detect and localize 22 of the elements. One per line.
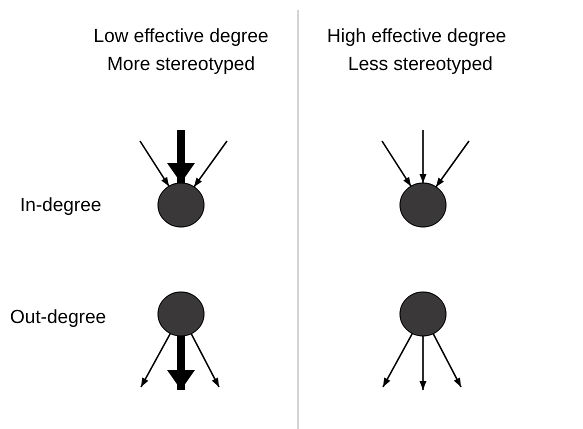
node-circle bbox=[400, 182, 446, 228]
arrow bbox=[381, 140, 412, 187]
node-circle bbox=[158, 292, 204, 336]
arrow bbox=[139, 140, 170, 187]
column-heading: Low effective degree bbox=[94, 26, 268, 48]
node-circle bbox=[400, 292, 446, 336]
arrow bbox=[167, 336, 195, 390]
row-label: In-degree bbox=[20, 195, 102, 217]
arrow bbox=[382, 333, 414, 388]
column-heading: Less stereotyped bbox=[348, 54, 493, 76]
arrow bbox=[190, 333, 220, 388]
arrow bbox=[167, 130, 195, 183]
node-circle bbox=[158, 182, 204, 228]
column-heading: More stereotyped bbox=[107, 54, 255, 76]
row-label: Out-degree bbox=[10, 307, 106, 329]
column-heading: High effective degree bbox=[327, 26, 506, 48]
arrow bbox=[193, 140, 228, 188]
arrow bbox=[432, 333, 462, 388]
arrow bbox=[420, 336, 426, 390]
arrow bbox=[435, 140, 470, 188]
arrow bbox=[140, 333, 172, 388]
arrow bbox=[420, 130, 426, 183]
